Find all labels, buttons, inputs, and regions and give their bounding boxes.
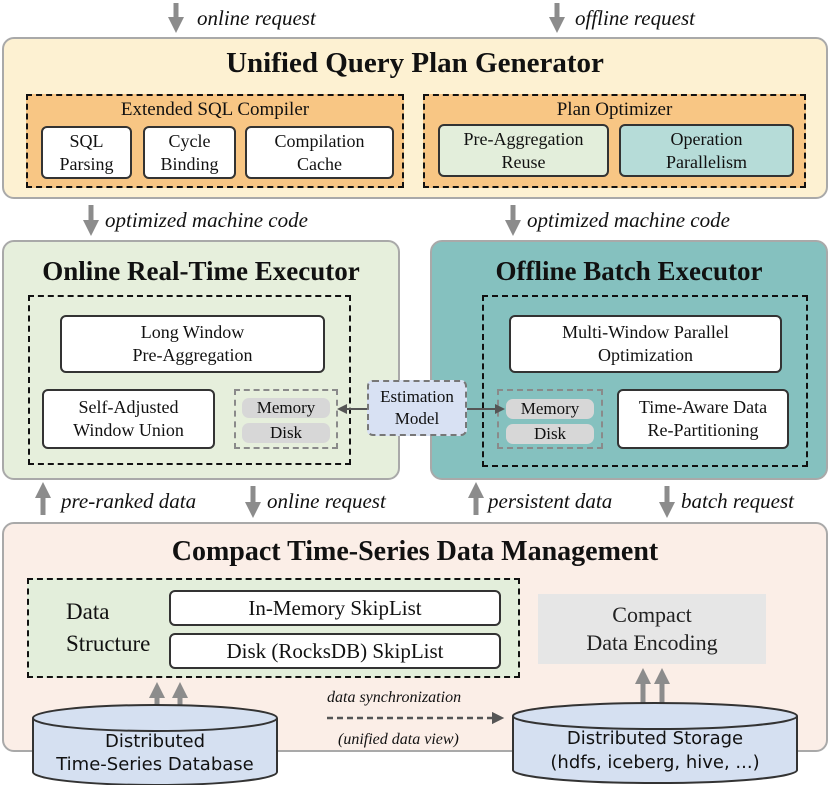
self-adjusted-window-union-box: Self-Adjusted Window Union <box>42 389 215 449</box>
query-plan-generator-title: Unified Query Plan Generator <box>226 47 604 79</box>
offline-executor-title: Offline Batch Executor <box>495 256 763 286</box>
operation-parallelism-box: Operation Parallelism <box>619 124 794 177</box>
online-request-bottom-label: online request <box>267 489 386 513</box>
estimation-model-box: Estimation Model <box>367 380 467 436</box>
data-structure-label: Data Structure <box>66 599 151 656</box>
offline-memory-pill: Memory <box>506 399 594 419</box>
offline-disk-pill: Disk <box>506 424 594 444</box>
distributed-storage-label: Distributed Storage (hdfs, iceberg, hive… <box>550 728 760 773</box>
optimized-code-right-label: optimized machine code <box>527 208 730 232</box>
persistent-data-label: persistent data <box>488 489 613 513</box>
offline-executor-group <box>482 295 808 467</box>
optimized-code-left-label: optimized machine code <box>105 208 308 232</box>
sql-compiler-title: Extended SQL Compiler <box>120 99 310 120</box>
compact-data-encoding-box: Compact Data Encoding <box>538 594 766 664</box>
pre-aggregation-reuse-box: Pre-Aggregation Reuse <box>438 124 609 177</box>
online-request-top-label: online request <box>197 6 316 30</box>
offline-request-top-label: offline request <box>575 6 695 30</box>
online-memory-pill: Memory <box>242 398 330 418</box>
time-aware-repartitioning-box: Time-Aware Data Re-Partitioning <box>617 389 789 449</box>
batch-request-label: batch request <box>681 489 794 513</box>
online-disk-pill: Disk <box>242 423 330 443</box>
plan-optimizer-title: Plan Optimizer <box>556 99 673 120</box>
long-window-preaggregation-box: Long Window Pre-Aggregation <box>60 315 325 373</box>
pre-ranked-data-label: pre-ranked data <box>61 489 197 513</box>
disk-skiplist-box: Disk (RocksDB) SkipList <box>169 633 501 669</box>
data-sync-label: data synchronization <box>327 689 462 706</box>
compilation-cache-box: Compilation Cache <box>245 126 394 179</box>
offline-storage-group <box>497 389 603 449</box>
in-memory-skiplist-box: In-Memory SkipList <box>169 590 501 626</box>
online-executor-group <box>28 295 351 465</box>
distributed-tsdb-label: Distributed Time-Series Database <box>56 731 254 775</box>
sql-parsing-box: SQL Parsing <box>41 126 132 179</box>
online-executor-title: Online Real-Time Executor <box>42 256 360 286</box>
multi-window-parallel-box: Multi-Window Parallel Optimization <box>509 315 782 373</box>
data-management-title: Compact Time-Series Data Management <box>171 536 659 567</box>
unified-data-view-label: (unified data view) <box>338 731 459 748</box>
online-storage-group <box>234 389 338 449</box>
cycle-binding-box: Cycle Binding <box>143 126 236 179</box>
